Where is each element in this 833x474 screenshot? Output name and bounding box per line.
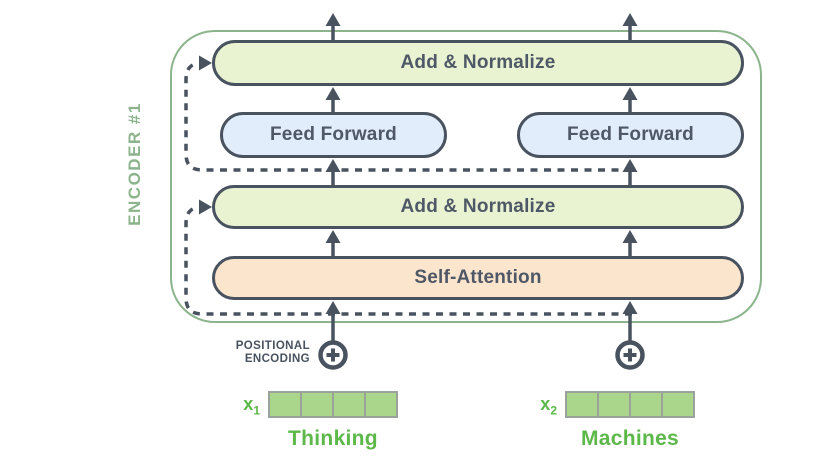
vector-cell (366, 393, 396, 416)
self-attention-box: Self-Attention (212, 256, 744, 300)
vector-cell (567, 393, 599, 416)
up-arrow (325, 87, 341, 112)
input-token-thinking: Thinking (288, 427, 378, 450)
up-arrow (325, 13, 341, 40)
vector-cell (334, 393, 366, 416)
up-arrow (622, 301, 638, 343)
vector-cell (663, 393, 693, 416)
embedding-vector-x1 (268, 391, 398, 418)
vector-cell (302, 393, 334, 416)
feed-forward-right-box: Feed Forward (517, 112, 744, 158)
up-arrow (622, 87, 638, 112)
up-arrow (325, 159, 341, 185)
up-arrow (622, 13, 638, 40)
positional-encoding-label-line2: ENCODING (244, 352, 310, 365)
vector-cell (631, 393, 663, 416)
encoder-label: ENCODER #1 (125, 102, 144, 226)
add-normalize-mid-box: Add & Normalize (212, 185, 744, 229)
feed-forward-left-box: Feed Forward (220, 112, 447, 158)
residual-dashed-connection-upper (184, 55, 632, 172)
positional-encoding-plus-icon (318, 340, 348, 370)
embedding-vector-x2 (565, 391, 695, 418)
embedding-label-x1: x1 (243, 394, 260, 418)
positional-encoding-plus-icon (615, 340, 645, 370)
input-token-machines: Machines (580, 427, 680, 450)
add-normalize-top-box: Add & Normalize (212, 40, 744, 86)
positional-encoding-label: POSITIONAL ENCODING (195, 340, 310, 365)
embedding-label-x2: x2 (540, 394, 557, 418)
up-arrow (622, 230, 638, 256)
positional-encoding-label-line1: POSITIONAL (235, 340, 310, 352)
residual-dashed-connection-lower (184, 199, 632, 316)
up-arrow (325, 301, 341, 343)
vector-cell (270, 393, 302, 416)
up-arrow (622, 159, 638, 185)
up-arrow (325, 230, 341, 256)
encoder-block-outline (170, 30, 762, 323)
vector-cell (599, 393, 631, 416)
